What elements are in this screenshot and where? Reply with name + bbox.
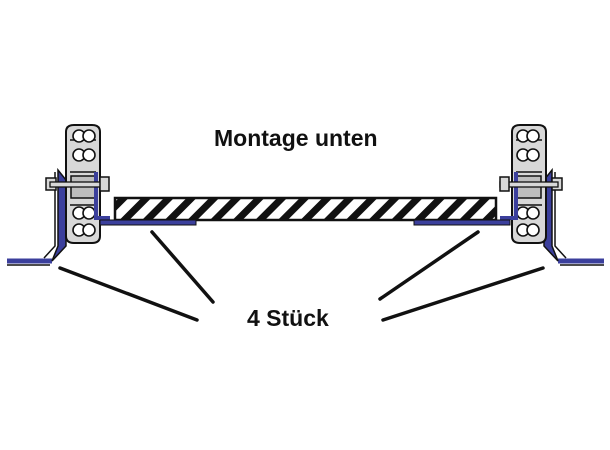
right-angle-bracket [543,167,559,262]
drawer-bottom-board [113,196,498,222]
left-screw [45,176,110,192]
right-mounting-assembly [413,124,604,266]
left-mounting-assembly [7,124,197,266]
diagram-title: Montage unten [214,125,378,151]
leader-line-right-inner [378,230,480,301]
left-bottom-strip [99,219,197,226]
quantity-label: 4 Stück [247,305,329,331]
leader-lines [58,230,545,322]
right-bottom-strip [413,219,511,226]
leader-line-left-inner [150,230,215,304]
leader-line-left-outer [58,266,199,322]
right-screw [499,176,563,192]
leader-line-right-outer [381,266,545,322]
left-angle-bracket [51,167,67,262]
